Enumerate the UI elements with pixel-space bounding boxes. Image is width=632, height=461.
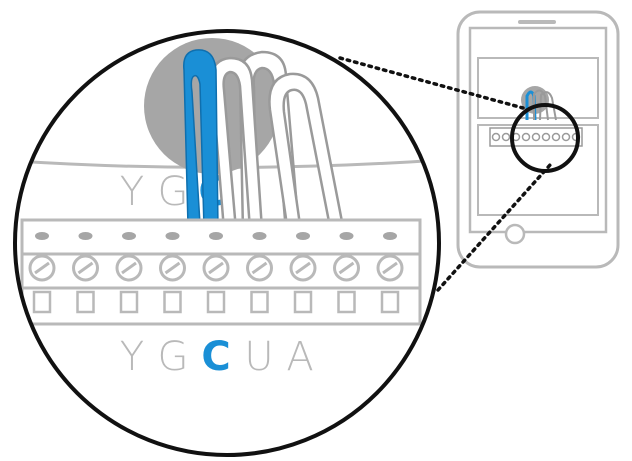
upper-label-g: G xyxy=(158,169,189,215)
lower-label-g: G xyxy=(158,334,189,380)
lower-terminal-labels: Y G C U A xyxy=(120,334,314,380)
terminal-hole xyxy=(165,232,180,240)
terminal-hole xyxy=(209,232,223,240)
screw-slot xyxy=(121,261,137,275)
screw-slot xyxy=(338,261,355,275)
terminal-slot xyxy=(293,290,313,314)
terminal-slot xyxy=(163,290,182,314)
mini-terminal-screw xyxy=(491,132,501,142)
screw-slot xyxy=(164,261,181,275)
terminal-hole xyxy=(122,232,136,240)
terminal-hole xyxy=(339,232,354,240)
zoom-connector-lines xyxy=(338,56,552,292)
terminal-holes xyxy=(35,232,397,240)
terminal-slot xyxy=(32,290,52,314)
mini-terminal-screws xyxy=(491,132,581,142)
terminal-hole xyxy=(383,232,397,240)
lower-label-y: Y xyxy=(120,334,144,380)
lower-label-c: C xyxy=(201,334,230,380)
terminal-block xyxy=(20,218,422,326)
terminal-screws xyxy=(28,254,404,282)
mini-terminal-screw xyxy=(551,132,561,142)
zoom-circle-icon xyxy=(510,103,580,173)
screw-slot xyxy=(34,261,50,275)
terminal-hole xyxy=(78,232,93,240)
screw-slot xyxy=(251,261,268,275)
terminal-slot xyxy=(337,290,356,314)
terminal-slots xyxy=(32,290,400,314)
magnified-circle-outline xyxy=(13,29,441,457)
mini-terminal-screw xyxy=(561,132,571,142)
terminal-slot xyxy=(206,290,226,314)
screw-slot xyxy=(382,261,398,275)
mini-terminal-screw xyxy=(541,132,551,142)
terminal-hole xyxy=(296,232,310,240)
terminal-hole xyxy=(35,232,49,240)
lower-label-u: U xyxy=(244,334,273,380)
smartphone-icon xyxy=(456,10,620,269)
terminal-hole xyxy=(252,232,267,240)
mini-terminal-screw xyxy=(501,132,511,142)
mini-terminal-screw xyxy=(531,132,541,142)
lower-label-a: A xyxy=(286,334,313,380)
upper-label-y: Y xyxy=(120,169,144,215)
screw-slot xyxy=(77,261,94,275)
blue-c-wire xyxy=(183,49,219,229)
white-wires xyxy=(210,50,346,234)
terminal-slot xyxy=(380,290,400,314)
terminal-slot xyxy=(76,290,95,314)
terminal-slot xyxy=(119,290,139,314)
screw-slot xyxy=(295,261,311,275)
terminal-slot xyxy=(250,290,269,314)
screw-slot xyxy=(208,261,224,275)
mini-terminal-screw xyxy=(521,132,531,142)
